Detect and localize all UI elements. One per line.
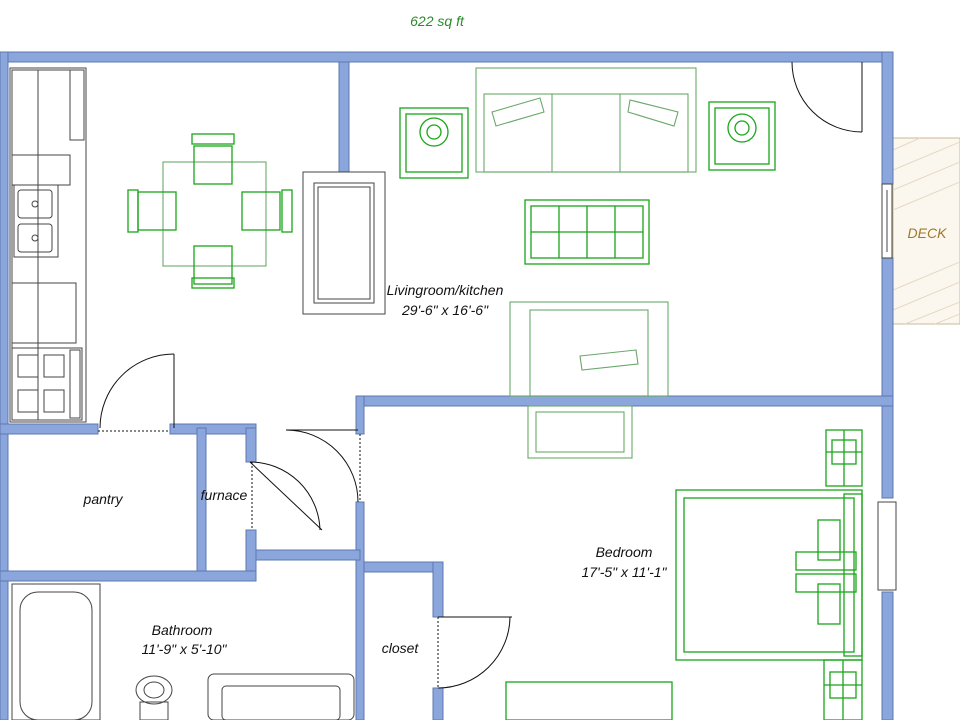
furnace-label: furnace xyxy=(201,487,248,503)
toilet-icon xyxy=(135,675,173,720)
sofa-icon xyxy=(475,67,697,173)
chair-icon xyxy=(127,133,293,289)
livingroom-name: Livingroom/kitchen xyxy=(387,282,504,298)
dining-table xyxy=(127,133,293,289)
lamp-icon xyxy=(399,101,776,179)
deck-label: DECK xyxy=(908,225,948,241)
bedroom-name: Bedroom xyxy=(596,544,653,560)
livingroom-size: 29'-6" x 16'-6" xyxy=(401,302,489,318)
nightstand xyxy=(823,429,863,720)
deck-area: DECK xyxy=(892,137,960,325)
dresser xyxy=(505,681,673,720)
bedroom-window xyxy=(877,501,897,591)
walls xyxy=(0,51,894,720)
sink-icon xyxy=(13,184,59,258)
pantry-label: pantry xyxy=(83,491,124,507)
kitchen-counter xyxy=(9,67,87,423)
kitchen-island xyxy=(302,171,386,315)
bathroom-name: Bathroom xyxy=(152,622,213,638)
armchair xyxy=(509,301,669,459)
stove-icon xyxy=(11,347,83,421)
coffee-table xyxy=(524,199,650,265)
bathtub-icon xyxy=(11,583,101,720)
door-swing-icon xyxy=(98,61,863,689)
closet-label: closet xyxy=(382,640,420,656)
bedroom-size: 17'-5" x 11'-1" xyxy=(581,564,667,580)
area-label: 622 sq ft xyxy=(410,13,465,29)
bathroom-size: 11'-9" x 5'-10" xyxy=(141,641,227,657)
bed-icon xyxy=(675,489,863,661)
vanity xyxy=(207,673,355,720)
deck-door xyxy=(881,183,893,259)
